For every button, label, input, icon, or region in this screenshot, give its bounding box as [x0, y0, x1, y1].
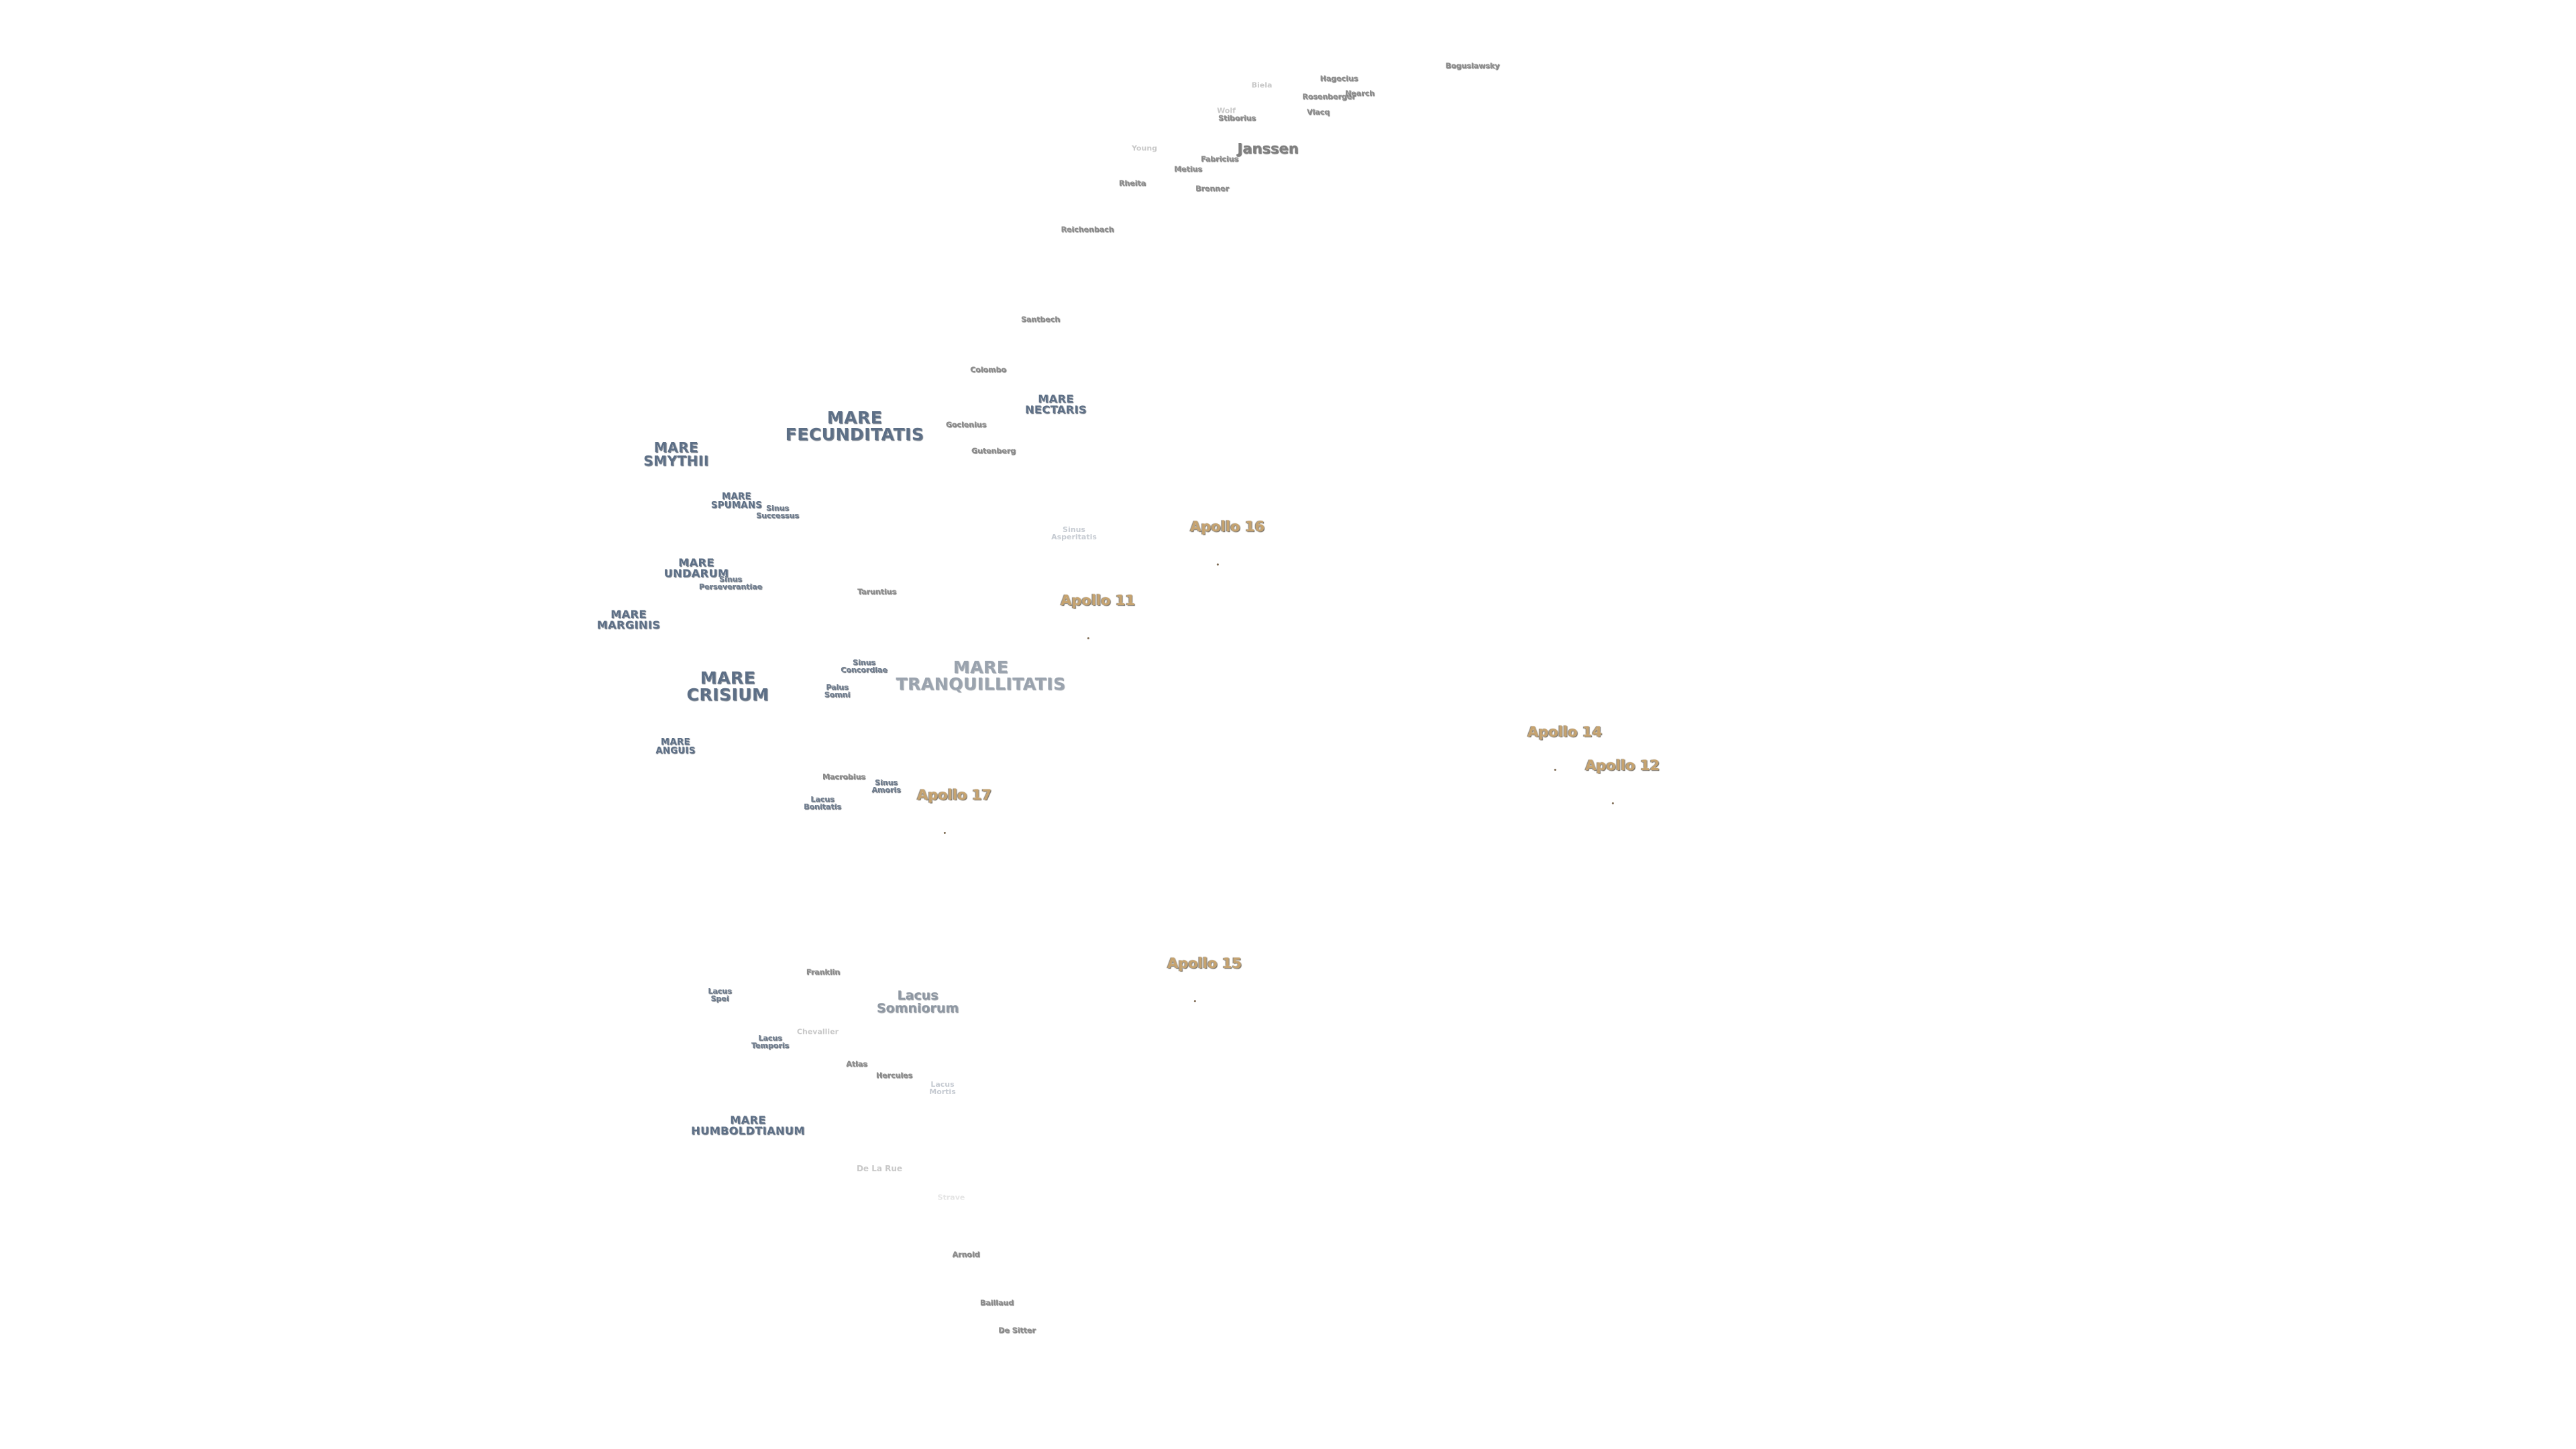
apollo-site-label: Apollo 12: [1585, 757, 1660, 773]
crater-label-janssen: Janssen: [1237, 140, 1299, 157]
apollo-site-label: Apollo 14: [1527, 724, 1603, 740]
minor-label-lacus-mortis: Lacus Mortis: [929, 1080, 956, 1096]
crater-label-de-sitter: De Sitter: [998, 1326, 1036, 1335]
crater-label-arnold: Arnold: [952, 1250, 980, 1259]
crater-label-biela: Biela: [1251, 80, 1273, 90]
landing-site-marker-icon: [1611, 802, 1614, 804]
crater-label-vlacq: Vlacq: [1306, 107, 1330, 117]
crater-label-boguslawsky: Boguslawsky: [1445, 61, 1500, 70]
crater-label-atlas: Atlas: [846, 1059, 867, 1069]
landing-site-marker-icon: [943, 832, 946, 834]
apollo-site-15[interactable]: Apollo 15: [1148, 943, 1242, 1002]
landing-site-marker-icon: [1216, 564, 1219, 566]
apollo-site-16[interactable]: Apollo 16: [1171, 506, 1265, 566]
mare-label-spumans: MARE SPUMANS: [710, 492, 763, 511]
crater-label-macrobius: Macrobius: [822, 772, 865, 782]
crater-label-fabricius: Fabricius: [1200, 154, 1239, 164]
crater-label-stiborius: Stiborius: [1218, 113, 1256, 123]
minor-label-lacus-somniorum: Lacus Somniorum: [876, 988, 959, 1016]
minor-label-palus-somni: Palus Somni: [824, 683, 851, 699]
crater-label-metius: Metius: [1174, 164, 1202, 174]
minor-label-sinus-concordiae: Sinus Concordiae: [841, 658, 888, 674]
crater-label-franklin: Franklin: [806, 967, 841, 977]
apollo-site-11[interactable]: Apollo 11: [1041, 580, 1136, 639]
crater-label-reichenbach: Reichenbach: [1061, 225, 1114, 234]
crater-label-hagecius: Hagecius: [1320, 74, 1358, 83]
mare-label-anguis: MARE ANGUIS: [655, 737, 696, 756]
mare-label-crisium: MARE CRISIUM: [686, 668, 769, 704]
apollo-site-14[interactable]: Apollo 14: [1508, 711, 1603, 771]
apollo-site-label: Apollo 17: [917, 787, 992, 803]
minor-label-lacus-temporis: Lacus Temporis: [751, 1034, 790, 1050]
landing-site-marker-icon: [1087, 637, 1089, 639]
crater-label-rheita: Rheita: [1118, 178, 1146, 188]
apollo-site-label: Apollo 16: [1190, 519, 1265, 535]
minor-label-lacus-bonitatis: Lacus Bonitatis: [804, 795, 841, 811]
mare-label-tranquillitatis: MARE TRANQUILLITATIS: [896, 657, 1066, 694]
crater-label-baillaud: Baillaud: [979, 1298, 1014, 1307]
crater-label-strave: Strave: [937, 1193, 965, 1202]
crater-label-rosenberger: Rosenberger: [1302, 92, 1356, 101]
apollo-site-17[interactable]: Apollo 17: [898, 774, 992, 834]
crater-label-gutenberg: Gutenberg: [971, 446, 1016, 455]
minor-label-sinus-perseverantiae: Sinus Perseverantiae: [698, 575, 763, 591]
mare-label-marginis: MARE MARGINIS: [596, 608, 661, 631]
crater-label-santbech: Santbech: [1020, 315, 1061, 324]
minor-label-sinus-successus: Sinus Successus: [756, 504, 799, 520]
crater-label-nearch: Nearch: [1345, 89, 1375, 98]
crater-label-colombo: Colombo: [970, 365, 1006, 374]
crater-label-wolf: Wolf: [1217, 106, 1236, 115]
mare-label-fecunditatis: MARE FECUNDITATIS: [785, 408, 924, 444]
minor-label-lacus-spei: Lacus Spei: [708, 987, 732, 1003]
landing-site-marker-icon: [1193, 1000, 1196, 1002]
mare-label-humboldtianum: MARE HUMBOLDTIANUM: [691, 1114, 805, 1137]
apollo-site-12[interactable]: Apollo 12: [1566, 745, 1660, 804]
crater-label-goclenius: Goclenius: [945, 420, 987, 429]
crater-label-de-la-rue: De La Rue: [856, 1164, 903, 1173]
crater-label-taruntius: Taruntius: [857, 587, 897, 596]
landing-site-marker-icon: [1554, 769, 1556, 771]
crater-label-hercules: Hercules: [875, 1071, 913, 1080]
mare-label-undarum: MARE UNDARUM: [663, 556, 729, 580]
minor-label-sinus-asperitatis: Sinus Asperitatis: [1051, 525, 1097, 541]
apollo-site-label: Apollo 11: [1061, 592, 1136, 608]
crater-label-brenner: Brenner: [1195, 184, 1229, 193]
minor-label-sinus-amoris: Sinus Amoris: [871, 778, 901, 794]
mare-label-smythii: MARE SMYTHII: [643, 439, 709, 469]
crater-label-young: Young: [1131, 144, 1158, 153]
apollo-site-label: Apollo 15: [1167, 955, 1242, 971]
mare-label-nectaris: MARE NECTARIS: [1025, 392, 1087, 416]
crater-label-chevallier: Chevallier: [796, 1027, 839, 1036]
